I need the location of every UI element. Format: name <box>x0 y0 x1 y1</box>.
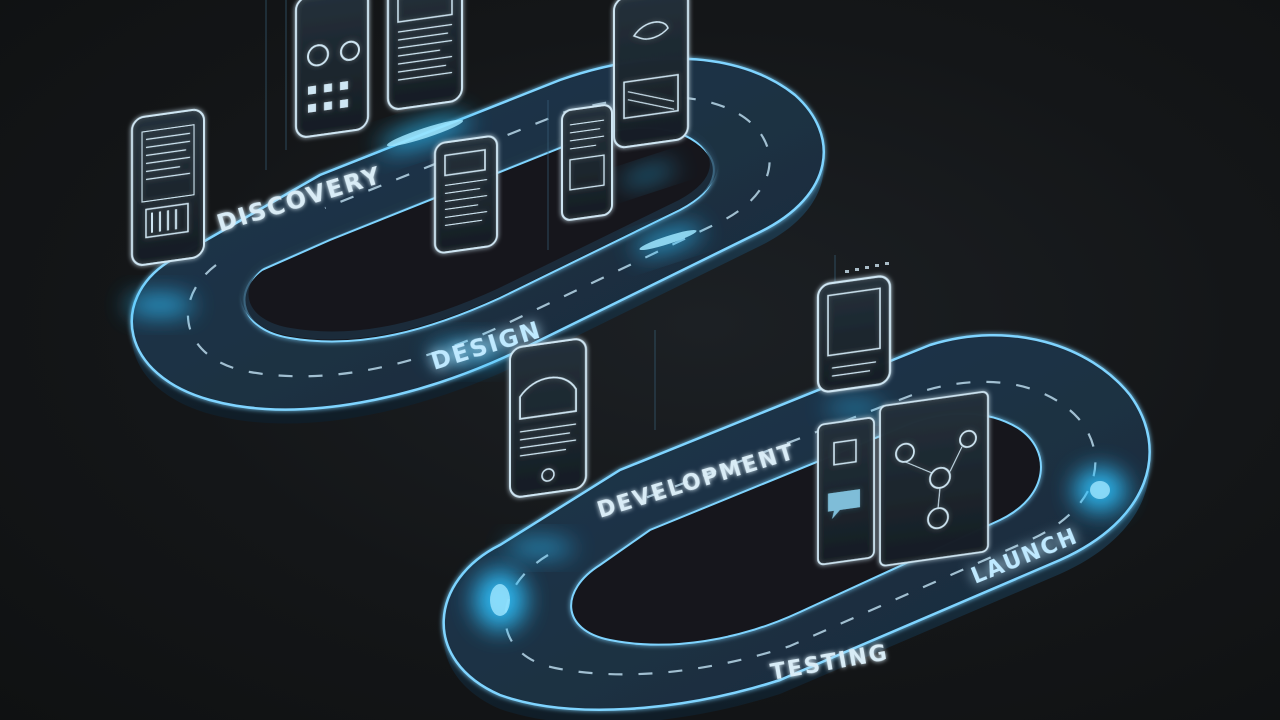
camera-icon <box>295 0 369 138</box>
smartphone-icon <box>131 108 205 266</box>
smartphone-icon <box>816 275 892 393</box>
smartphone-icon <box>509 338 587 498</box>
chat-icon <box>817 417 875 566</box>
wireframe-icon <box>387 0 463 110</box>
smartphone-icon <box>434 135 498 254</box>
floating-dots <box>845 262 889 273</box>
smartphone-icon <box>561 104 613 221</box>
wireframe-icon <box>879 391 989 567</box>
smartphone-icon <box>613 0 689 149</box>
